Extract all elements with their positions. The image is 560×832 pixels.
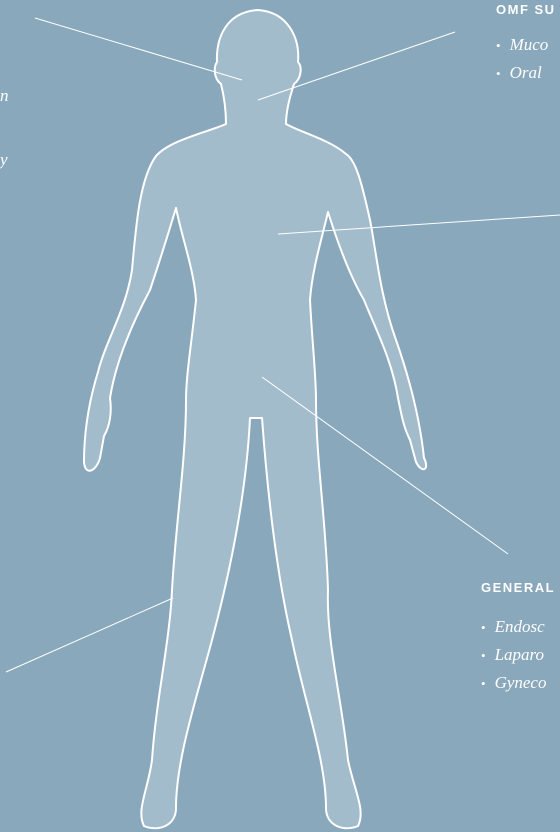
left-text-fragment: y <box>0 150 8 170</box>
general-label: GENERAL Endosc Laparo Gyneco <box>481 580 555 697</box>
omf-label: OMF SU Muco Oral <box>496 2 556 87</box>
leader-line-head-left <box>35 18 242 80</box>
general-heading: GENERAL <box>481 580 555 595</box>
left-text-fragment: n <box>0 86 9 106</box>
general-item: Gyneco <box>481 669 555 697</box>
general-item: Endosc <box>481 613 555 641</box>
omf-item: Muco <box>496 31 556 59</box>
general-item: Laparo <box>481 641 555 669</box>
omf-item: Oral <box>496 59 556 87</box>
omf-heading: OMF SU <box>496 2 556 17</box>
human-body-silhouette <box>84 10 426 828</box>
leader-line-leg <box>6 598 173 672</box>
